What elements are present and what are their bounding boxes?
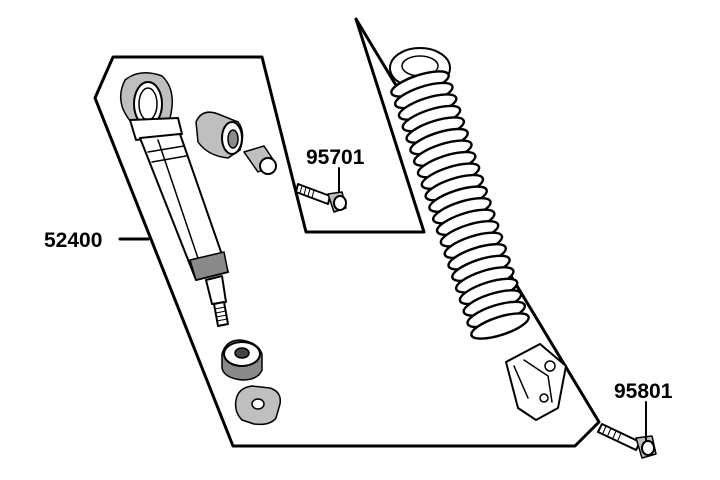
- part-number-label-52400: 52400: [44, 229, 102, 252]
- shock-absorber-body: [119, 72, 229, 327]
- assembly-outline: [93, 17, 601, 448]
- collar: [243, 145, 277, 175]
- part-number-label-95701: 95701: [306, 146, 365, 169]
- part-number-label-95801: 95801: [614, 380, 673, 403]
- coil-spring: [389, 47, 530, 340]
- bolt-95801: [597, 423, 657, 459]
- lower-bracket: [505, 343, 567, 421]
- lower-nut: [234, 385, 282, 426]
- bolt-95701: [295, 183, 347, 213]
- lower-rubber-bushing: [221, 339, 263, 381]
- leader-lines: [118, 167, 647, 441]
- spring-coil: [470, 312, 530, 340]
- bushing: [195, 111, 244, 159]
